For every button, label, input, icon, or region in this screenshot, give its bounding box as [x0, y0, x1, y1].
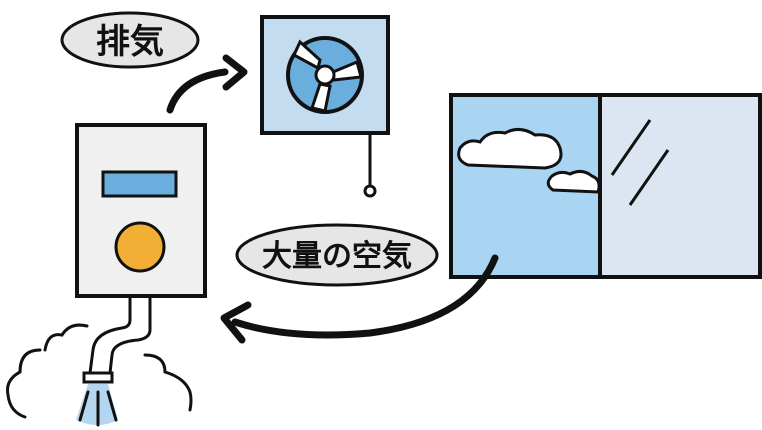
ventilation-fan-icon	[260, 15, 390, 198]
air-label: 大量の空気	[235, 223, 439, 287]
exhaust-arrow-icon	[166, 54, 248, 114]
steam-icon	[6, 323, 193, 419]
airflow-arrow-icon	[220, 254, 499, 344]
air-label-text: 大量の空気	[262, 239, 412, 274]
heater-display	[101, 170, 178, 198]
water-heater-icon	[75, 123, 207, 427]
heater-knob	[114, 221, 166, 273]
window-icon	[449, 93, 762, 279]
exhaust-label: 排気	[60, 11, 200, 69]
exhaust-label-text: 排気	[96, 22, 164, 62]
